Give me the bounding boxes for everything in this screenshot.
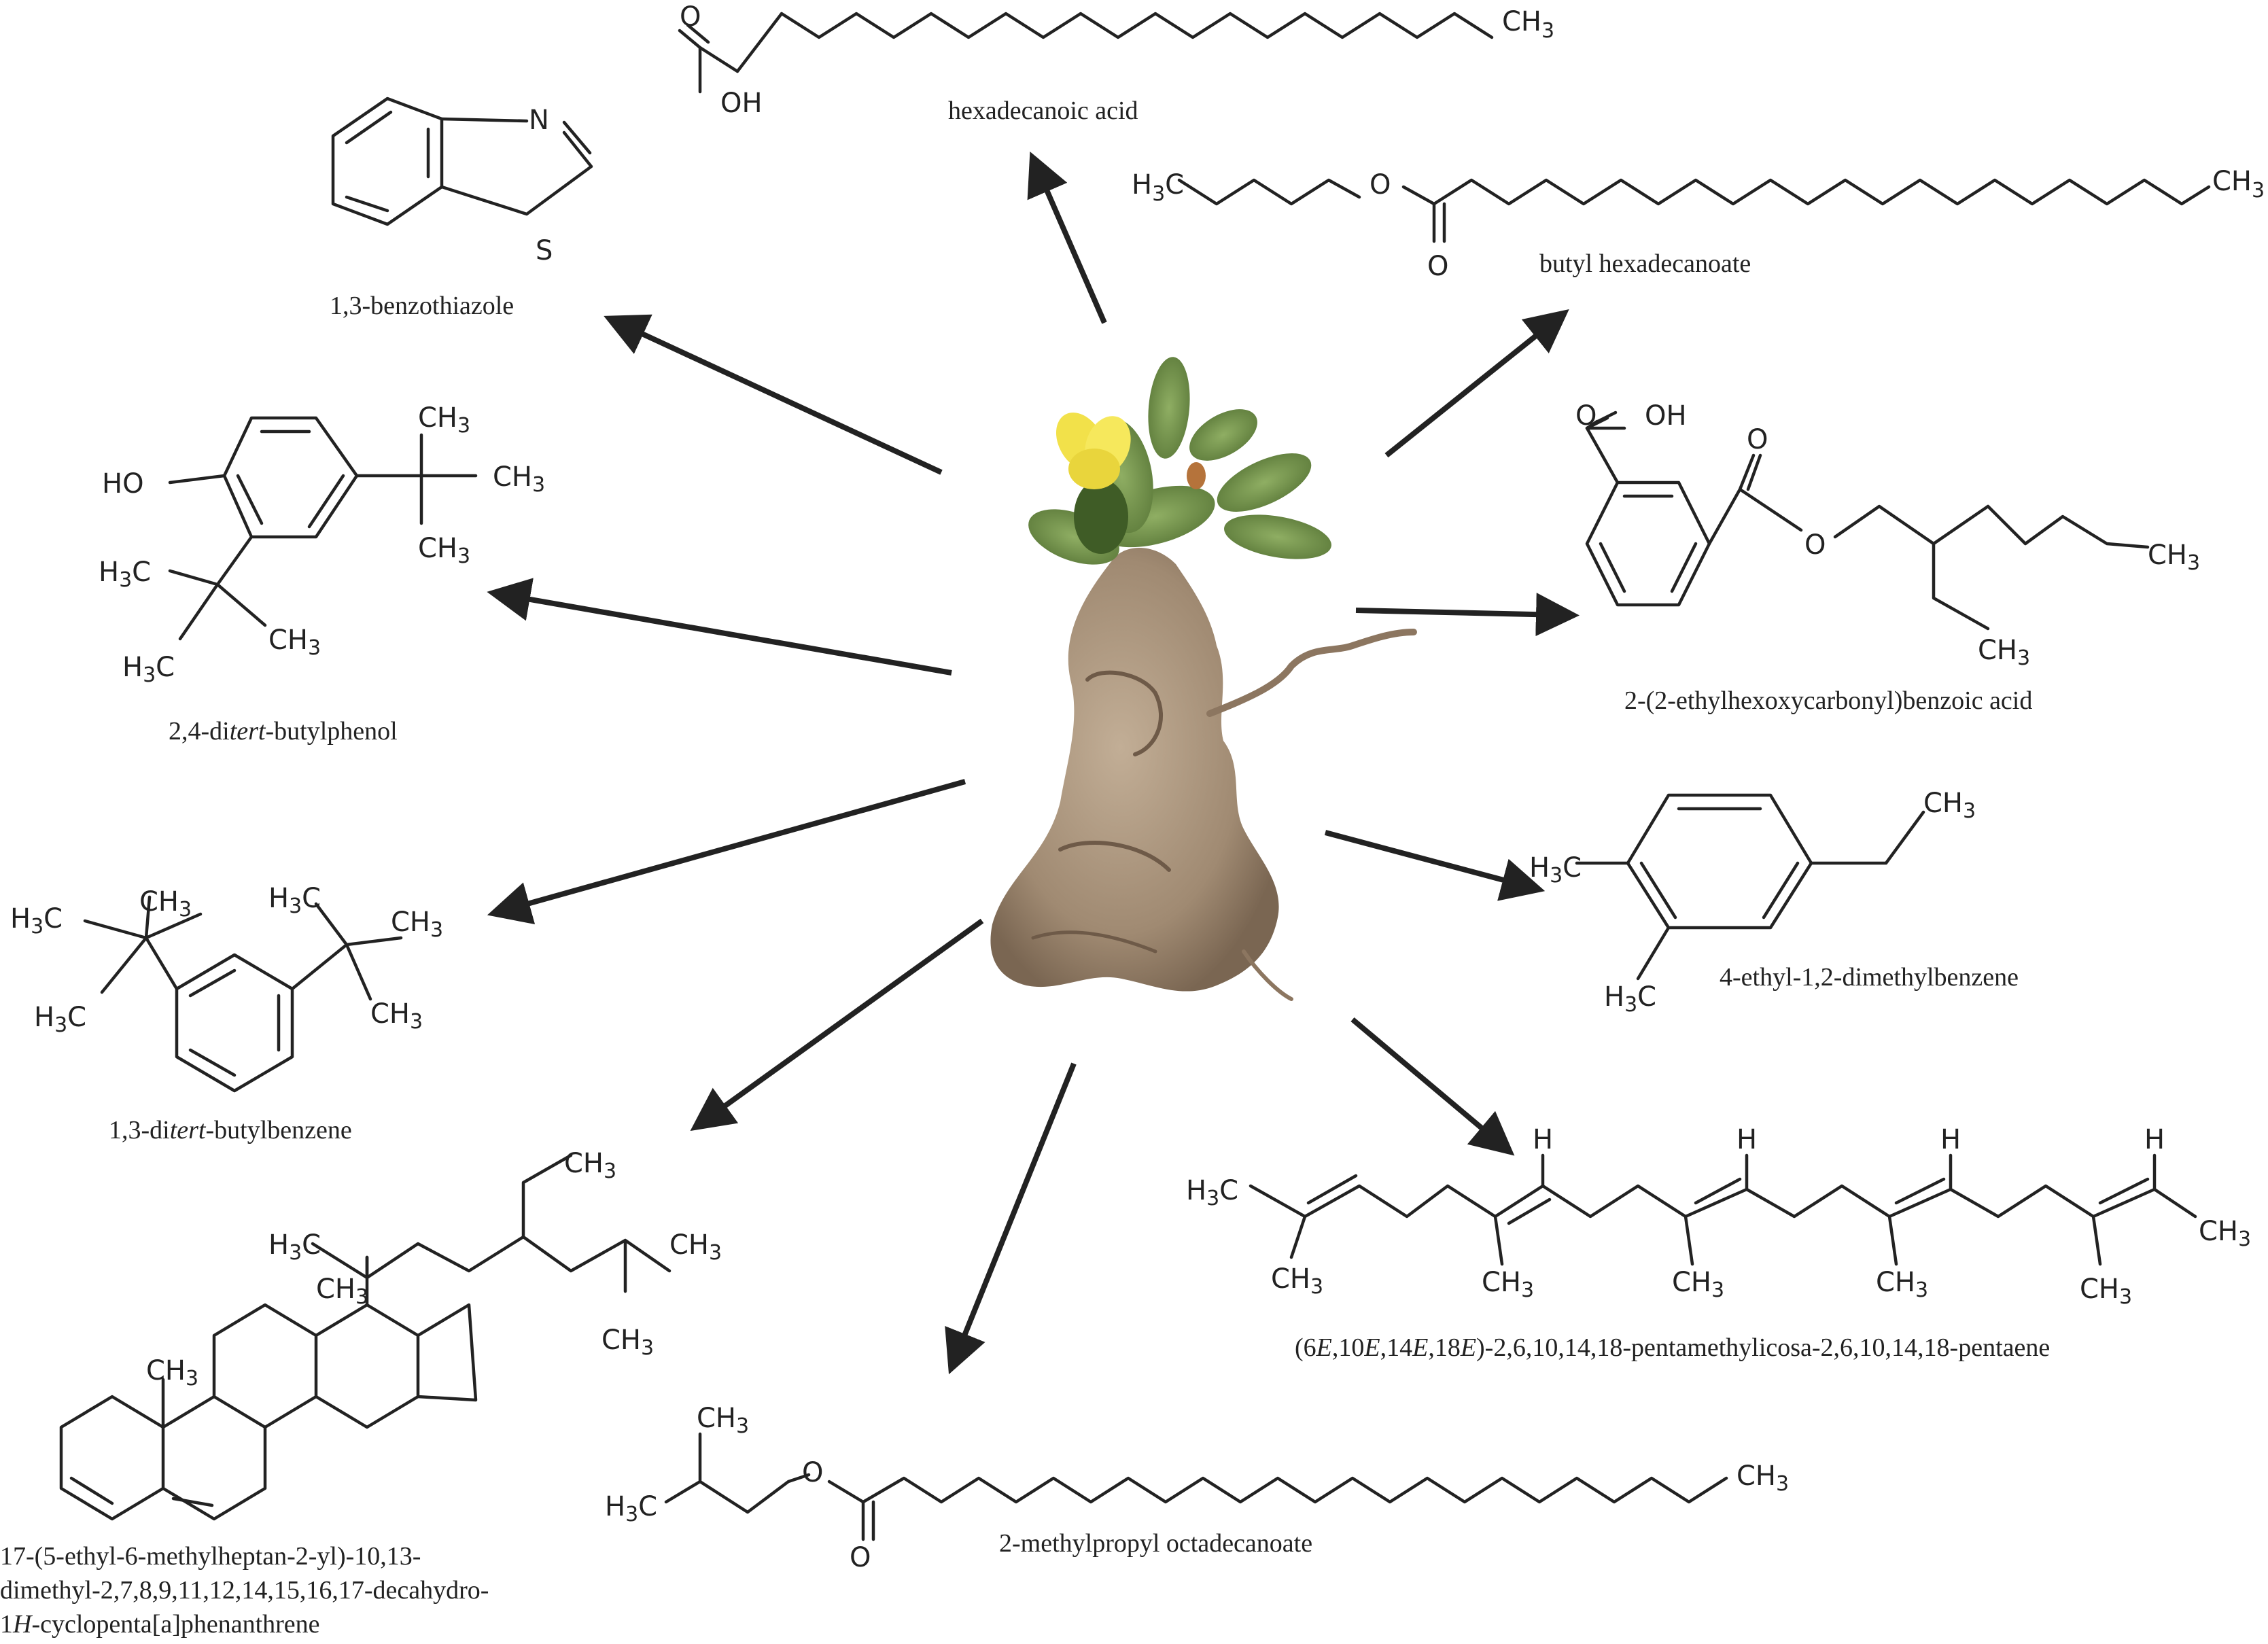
- compound-name: 2-(2-ethylhexoxycarbonyl)benzoic acid: [1624, 686, 2032, 715]
- methyl-label: CH3: [316, 1274, 368, 1309]
- compound-name: 2,4-ditert-butylphenol: [169, 717, 398, 746]
- carbonyl-oxygen: O: [1575, 400, 1597, 432]
- methyl-label: CH3: [268, 625, 321, 660]
- carbonyl-oxygen: O: [680, 1, 701, 33]
- methyl-label: CH3: [418, 533, 470, 568]
- compound-hexadecanoic-acid: O OH CH3 hexadecanoic acid: [678, 1, 1554, 125]
- methyl-label: CH3: [669, 1229, 722, 1265]
- hydrogen-label: H: [1940, 1124, 1961, 1155]
- carbonyl-oxygen: O: [850, 1542, 871, 1573]
- methyl-label: H3C: [268, 883, 321, 918]
- carbonyl-oxygen: O: [1747, 424, 1768, 455]
- arrow-to-hexadecanoic-acid: [1027, 151, 1107, 324]
- methyl-label-right: CH3: [2212, 166, 2265, 203]
- compound-ethyldimethylbenzene: CH3 H3C H3C 4-ethyl-1,2-dimethylbenzene: [1529, 788, 2019, 1017]
- compound-name: 4-ethyl-1,2-dimethylbenzene: [1720, 963, 2019, 992]
- arrow-to-phthalate: [1355, 593, 1580, 637]
- hydroxyl-label: OH: [1645, 400, 1687, 432]
- methyl-label-left: H3C: [1132, 169, 1184, 206]
- methyl-label: CH3: [370, 998, 423, 1034]
- compound-benzothiazole: N S 1,3-benzothiazole: [330, 97, 593, 320]
- compound-name: 2-methylpropyl octadecanoate: [999, 1529, 1312, 1558]
- compound-name: 1,3-benzothiazole: [330, 292, 514, 320]
- compound-name: butyl hexadecanoate: [1539, 249, 1751, 278]
- cactus-fruit: [1187, 462, 1206, 489]
- arrow-to-ditertbutylphenol: [487, 578, 952, 676]
- methyl-label: H3C: [1186, 1175, 1238, 1210]
- methyl-label: H3C: [605, 1491, 657, 1526]
- methyl-label: H3C: [1604, 981, 1656, 1017]
- cactus-flower: [1056, 413, 1131, 489]
- hydrogen-label: H: [1737, 1124, 1757, 1155]
- root-tuber: [990, 548, 1279, 992]
- arrow-to-ditertbutylbenzene: [487, 779, 966, 925]
- methyl-label: CH3: [601, 1325, 654, 1360]
- methyl-label: CH3: [493, 461, 545, 497]
- methyl-label: CH3: [2148, 540, 2200, 575]
- compound-name-line-2: dimethyl-2,7,8,9,11,12,14,15,16,17-decah…: [0, 1576, 489, 1605]
- methyl-label: H3C: [99, 557, 151, 592]
- compound-ditertbutylphenol: HO CH3 CH3 CH3 H3C CH3 H3C 2,4-ditert-bu…: [99, 402, 545, 746]
- arrow-to-steroid: [690, 918, 984, 1132]
- methyl-label: H3C: [122, 652, 175, 687]
- sulfur-label: S: [536, 235, 553, 266]
- methyl-label: CH3: [697, 1403, 749, 1438]
- hydrogen-label: H: [2144, 1124, 2165, 1155]
- methyl-label: CH3: [1672, 1267, 1724, 1302]
- compound-name-line-3: 1H-cyclopenta[a]phenanthrene: [0, 1610, 320, 1639]
- methyl-label: CH3: [391, 907, 443, 942]
- methyl-label: CH3: [1502, 6, 1554, 43]
- methyl-label: CH3: [1923, 788, 1976, 823]
- nitrogen-label: N: [529, 105, 549, 136]
- compound-name: hexadecanoic acid: [948, 97, 1138, 125]
- methyl-label: CH3: [1271, 1263, 1323, 1299]
- compound-steroid: CH3 CH3 H3C CH3 CH3 CH3 17-(5-ethyl-6-me…: [0, 1148, 722, 1639]
- methyl-label: CH3: [564, 1148, 616, 1183]
- arrow-to-ethyldimethylbenzene: [1324, 830, 1546, 901]
- carbonyl-oxygen: O: [1427, 251, 1448, 282]
- methyl-label: CH3: [2199, 1216, 2251, 1251]
- methyl-label: CH3: [2080, 1274, 2132, 1309]
- arrows: [487, 151, 1580, 1375]
- plant-photo: [990, 357, 1417, 1001]
- compound-butyl-hexadecanoate: H3C O O CH3 butyl hexadecanoate: [1132, 166, 2265, 282]
- compound-ditertbutylbenzene: H3C CH3 H3C CH3 H3C CH3 1,3-ditert-butyl…: [10, 883, 443, 1144]
- methyl-label: CH3: [1737, 1461, 1789, 1496]
- methyl-label: CH3: [139, 886, 192, 922]
- ester-oxygen: O: [1804, 529, 1826, 561]
- compound-name-line-1: 17-(5-ethyl-6-methylheptan-2-yl)-10,13-: [0, 1542, 421, 1571]
- arrow-to-butyl-hexadecanoate: [1384, 309, 1569, 458]
- hydrogen-label: H: [1533, 1124, 1553, 1155]
- compound-name: 1,3-ditert-butylbenzene: [109, 1116, 352, 1144]
- arrow-to-isobutyl-stearate: [945, 1062, 1077, 1375]
- compound-isobutyl-stearate: CH3 H3C O O CH3 2-methylpropyl octadecan…: [605, 1403, 1789, 1573]
- methyl-label: H3C: [268, 1229, 321, 1265]
- methyl-label: CH3: [1482, 1267, 1534, 1302]
- methyl-label: CH3: [418, 402, 470, 438]
- methyl-label: CH3: [1978, 635, 2030, 670]
- methyl-label: H3C: [10, 903, 63, 939]
- hydroxyl-label: HO: [102, 468, 144, 500]
- ester-oxygen: O: [802, 1457, 823, 1488]
- compound-pentaene: H3C CH3 CH3 CH3 CH3 CH3 CH3 H H H H (6E,…: [1186, 1124, 2251, 1362]
- methyl-label: CH3: [146, 1355, 198, 1391]
- compound-name: (6E,10E,14E,18E)-2,6,10,14,18-pentamethy…: [1295, 1333, 2050, 1362]
- arrow-to-benzothiazole: [604, 314, 943, 475]
- methyl-label: H3C: [34, 1002, 86, 1037]
- hydroxyl-label: OH: [720, 88, 763, 119]
- compound-phthalate: O OH O O CH3 CH3 2-(2-ethylhexoxycarbony…: [1575, 400, 2200, 715]
- methyl-label: CH3: [1876, 1267, 1928, 1302]
- arrow-to-pentaene: [1350, 1017, 1515, 1156]
- methyl-label: H3C: [1529, 852, 1582, 888]
- ester-oxygen: O: [1369, 169, 1391, 200]
